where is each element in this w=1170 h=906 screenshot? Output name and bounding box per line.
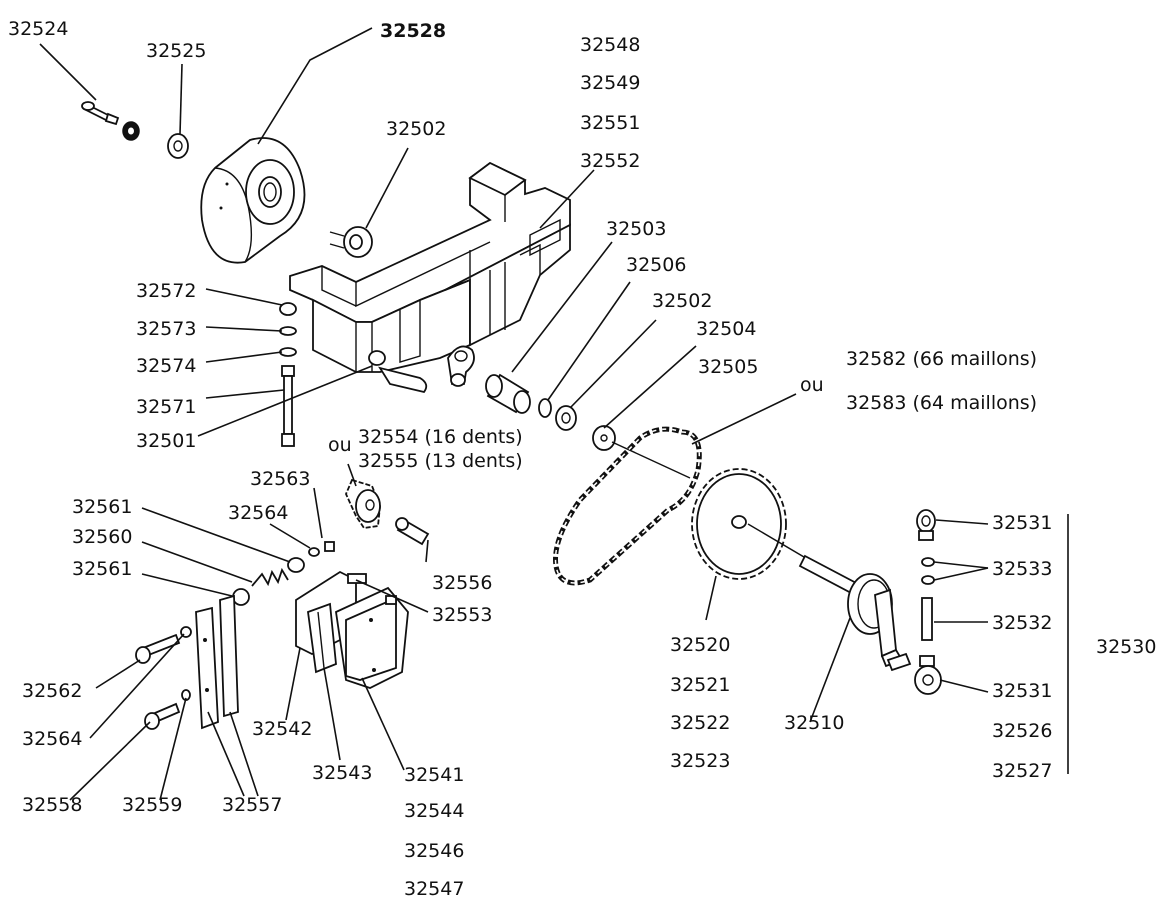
part-label-32552: 32552 [580,150,641,172]
part-label-32502-bearing: 32502 [652,290,713,312]
part-label-32549: 32549 [580,72,641,94]
part-label-32523: 32523 [670,750,731,772]
part-label-32560: 32560 [72,526,133,548]
part-label-32564-bottom: 32564 [22,728,83,750]
part-label-32502-roller: 32502 [386,118,447,140]
part-label-32556: 32556 [432,572,493,594]
part-label-32555: 32555 (13 dents) [358,450,523,472]
plate-32557-drawing [195,594,239,730]
part-label-32524: 32524 [8,18,69,40]
part-label-32559: 32559 [122,794,183,816]
part-label-32532: 32532 [992,612,1053,634]
part-label-32553: 32553 [432,604,493,626]
part-label-32531-bottom: 32531 [992,680,1053,702]
washer-32505-drawing [592,425,616,451]
drum-32528-drawing [200,137,306,264]
part-label-32546: 32546 [404,840,465,862]
leader-lines [39,27,989,801]
part-label-32503: 32503 [606,218,667,240]
part-label-32574: 32574 [136,355,197,377]
part-label-32561-top: 32561 [72,496,133,518]
rod-end-stack-drawing [914,509,942,695]
small-sprocket-drawing [345,478,381,529]
crank-32510-drawing [798,554,912,672]
part-label-32533: 32533 [992,558,1053,580]
part-label-32547: 32547 [404,878,465,900]
pin-32524-drawing [81,101,120,126]
ring-32506-drawing [538,398,552,418]
part-label-32551: 32551 [580,112,641,134]
part-label-32530: 32530 [1096,636,1157,658]
part-label-32504: 32504 [696,318,757,340]
main-frame-drawing [289,161,571,394]
chain-drawing [553,426,702,586]
part-label-32554: 32554 (16 dents) [358,426,523,448]
bolt-32558-drawing [144,689,191,730]
part-label-32571: 32571 [136,396,197,418]
part-label-32505: 32505 [698,356,759,378]
part-label-32525: 32525 [146,40,207,62]
part-label-32563: 32563 [250,468,311,490]
part-label-32542: 32542 [252,718,313,740]
sprocket-32520-drawing [691,468,787,580]
block-32543-drawing [307,602,337,674]
part-label-32531-top: 32531 [992,512,1053,534]
pin-32556-drawing [395,517,430,546]
part-label-32520: 32520 [670,634,731,656]
part-label-32510: 32510 [784,712,845,734]
roller-32502-drawing [329,226,373,258]
part-label-32548: 32548 [580,34,641,56]
part-label-32544: 32544 [404,800,465,822]
part-label-32526: 32526 [992,720,1053,742]
bracket-drawing [447,345,475,387]
or-label-sprocket: ou [328,434,352,456]
part-label-32527: 32527 [992,760,1053,782]
pin-stack-drawing [279,302,297,447]
or-label-chain: ou [800,374,824,396]
part-label-32572: 32572 [136,280,197,302]
part-label-32573: 32573 [136,318,197,340]
washer-32525-drawing [167,133,189,159]
part-label-32557: 32557 [222,794,283,816]
nut-drawing [122,121,140,141]
part-label-32501: 32501 [136,430,197,452]
part-label-32506: 32506 [626,254,687,276]
part-label-32561-bottom: 32561 [72,558,133,580]
part-label-32541: 32541 [404,764,465,786]
part-label-32564-top: 32564 [228,502,289,524]
part-label-32558: 32558 [22,794,83,816]
part-label-32522: 32522 [670,712,731,734]
part-label-32528: 32528 [380,20,447,42]
sleeve-32503-drawing [485,373,531,414]
part-label-32543: 32543 [312,762,373,784]
part-label-32582: 32582 (66 maillons) [846,348,1038,370]
part-label-32521: 32521 [670,674,731,696]
bearing-32502-drawing [555,405,577,431]
part-label-32583: 32583 (64 maillons) [846,392,1038,414]
part-label-32562: 32562 [22,680,83,702]
bolt-32562-drawing [135,626,192,664]
